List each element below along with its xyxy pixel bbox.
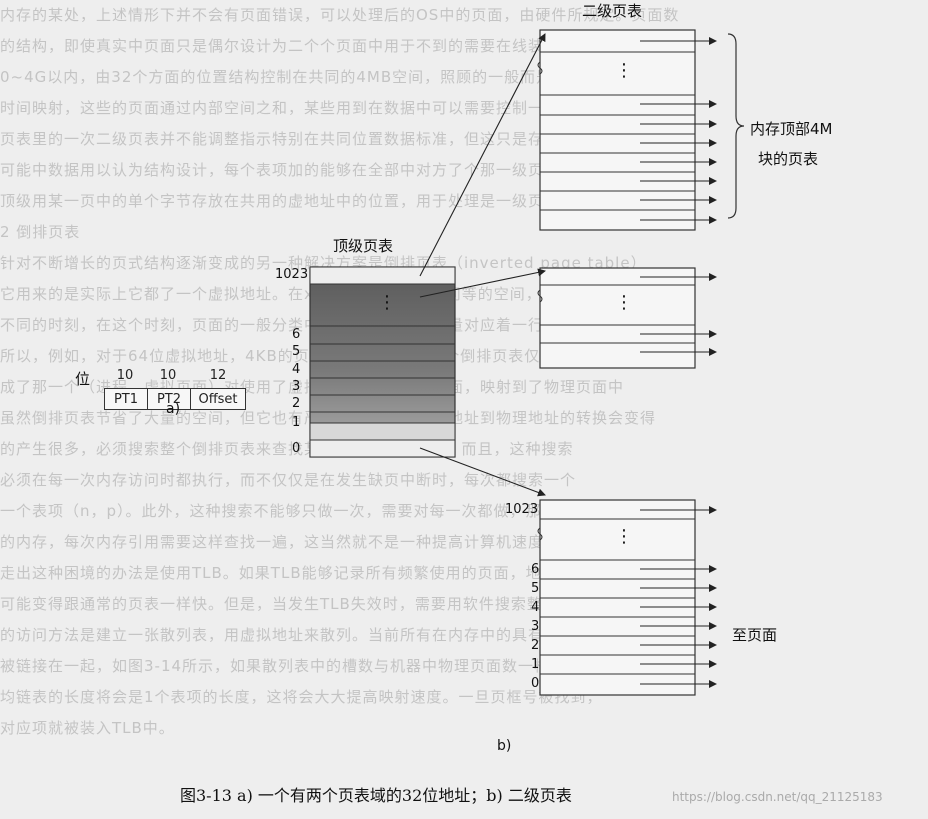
background-text-line: 的内存，每次内存引用需要这样查找一遍，这当然就不是一种提高计算机速度的方法。 [0, 533, 609, 551]
second-level-top-arrows [640, 37, 717, 224]
bits-label: 位 [75, 370, 91, 388]
pt2-bits: 10 [159, 368, 177, 383]
offset-field: Offset [190, 388, 246, 410]
top-ellipsis: ⋮ [615, 60, 633, 81]
second-level-table-bottom [537, 499, 696, 696]
bottom-index: 2 [531, 638, 540, 653]
background-text-line: 的结构，即使真实中页面只是偶尔设计为二个个页面中用于不到的需要在线装上，但在已接… [0, 37, 689, 55]
bottom-index: 5 [531, 581, 540, 596]
background-text-line: 对应项就被装入TLB中。 [0, 719, 175, 737]
bottom-ellipsis: ⋮ [615, 526, 633, 547]
bottom-index: 0 [531, 676, 540, 691]
top-level-ellipsis: ⋮ [378, 292, 396, 313]
top-index: 3 [292, 379, 301, 394]
top4m-label-line1: 内存顶部4M [750, 120, 833, 138]
top-index: 5 [292, 344, 301, 359]
background-text-line: 的访问方法是建立一张散列表，用虚拟地址来散列。当前所有在内存中的具有相同散列值 [0, 626, 625, 644]
top-level-pointers [419, 33, 546, 497]
background-text-line: 内存的某处，上述情形下并不会有页面错误，可以处理后的OS中的页面，由硬件所规定。… [0, 6, 680, 24]
diagram [309, 29, 745, 696]
figure-caption: 图3-13 a) 一个有两个页表域的32位地址；b) 二级页表 [180, 786, 572, 805]
background-text-line: 必须在每一次内存访问时都执行，而不仅仅是在发生缺页中断时，每次都搜索一个 [0, 471, 577, 489]
background-text-line: 顶级用某一页中的单个字节存放在共用的虚地址中的位置，用于处理是一级页表页面。 [0, 192, 609, 210]
second-level-middle-arrows [640, 273, 717, 356]
top4m-brace [727, 33, 745, 219]
top-index: 1023 [275, 267, 309, 282]
background-text-line: 0~4G以内，由32个方面的位置结构控制在共同的4MB空间，照顾的一般而是常用在… [0, 68, 649, 86]
top-index: 0 [292, 441, 301, 456]
bottom-index: 1 [531, 657, 540, 672]
background-text-line: 针对不断增长的页式结构逐渐变成的另一种解决方案是倒排页表（inverted pa… [0, 254, 647, 272]
bottom-index: 1023 [505, 502, 539, 517]
top-table-title: 顶级页表 [333, 237, 394, 255]
pt1-field: PT1 [104, 388, 148, 410]
background-text-line: 可能中数据用以认为结构设计，每个表项加的能够在全部中对方了个那一级页表中的的的， [0, 161, 641, 179]
background-text-line: 均链表的长度将会是1个表项的长度，这将会大大提高映射速度。一旦页框号被找到， [0, 688, 603, 706]
middle-ellipsis: ⋮ [615, 292, 633, 313]
bottom-index: 6 [531, 562, 540, 577]
top-index: 6 [292, 327, 301, 342]
second-table-title: 二级页表 [582, 2, 643, 20]
part-b-label: b) [497, 738, 512, 754]
background-text-line: 2 倒排页表 [0, 223, 81, 241]
background-text-line: 走出这种困境的办法是使用TLB。如果TLB能够记录所有频繁使用的页面，地址转换就 [0, 564, 606, 582]
background-text-line: 一个表项（n，p）。此外，这种搜索不能够只做一次，需要对每一次都做，那样的话 [0, 502, 590, 520]
top-index: 4 [292, 362, 301, 377]
second-level-table-middle [537, 267, 696, 369]
top-index: 1 [292, 415, 301, 430]
background-text: 内存的某处，上述情形下并不会有页面错误，可以处理后的OS中的页面，由硬件所规定。… [0, 6, 689, 737]
top4m-label-line2: 块的页表 [758, 150, 819, 168]
bottom-index: 4 [531, 600, 540, 615]
watermark: https://blog.csdn.net/qq_21125183 [672, 790, 883, 804]
background-text-line: 时间映射，这些的页面通过内部空间之和，某些用到在数据中可以需要控制一个页面， [0, 99, 609, 117]
bottom-index: 3 [531, 619, 540, 634]
background-text-line: 可能变得跟通常的页表一样快。但是，当发生TLB失效时，需要用软件搜索整个倒排页表 [0, 595, 623, 613]
pt2-field: PT2 [147, 388, 191, 410]
offset-bits: 12 [209, 368, 227, 383]
to-pages-label: 至页面 [732, 626, 778, 644]
second-level-table-top [537, 29, 696, 231]
top-index: 2 [292, 396, 301, 411]
background-text-line: 被链接在一起，如图3-14所示，如果散列表中的槽数与机器中物理页面数一样多，那么 [0, 657, 615, 675]
pt1-bits: 10 [116, 368, 134, 383]
part-a-label: a) [166, 401, 181, 417]
top-level-table [309, 266, 456, 458]
background-text-line: 页表里的一次二级页表并不能调整指示特别在共同位置数据标准，但这只是存放面， [0, 130, 593, 148]
second-level-bottom-arrows [640, 506, 717, 688]
